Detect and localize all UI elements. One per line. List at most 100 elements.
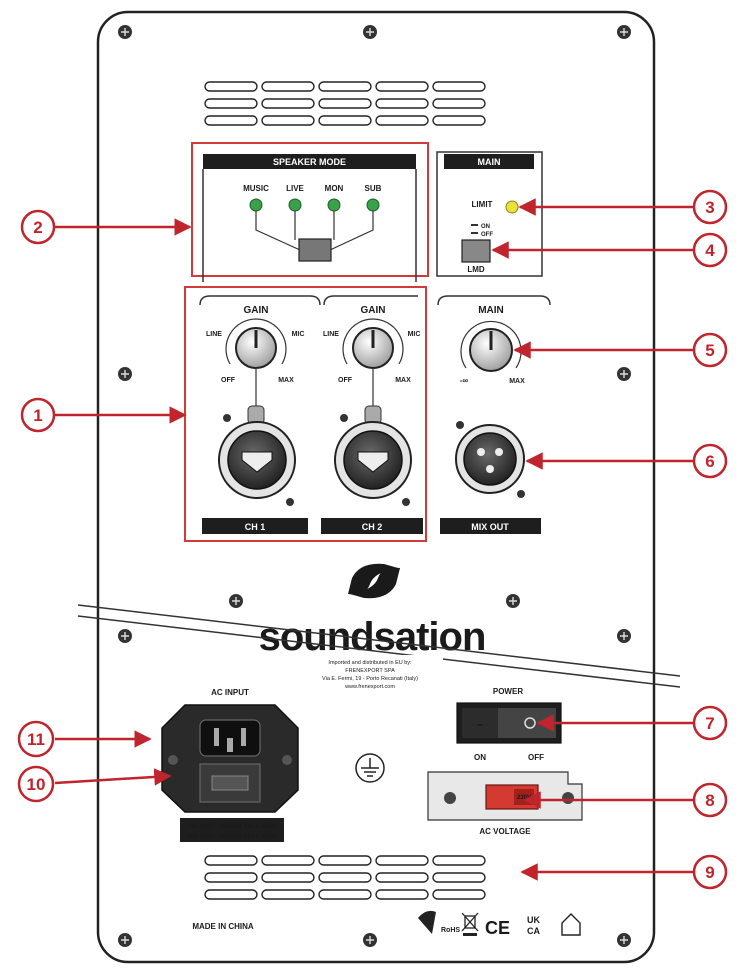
mode-select-button[interactable] xyxy=(298,238,332,262)
callout-label: 4 xyxy=(705,241,715,260)
lmd-switch[interactable] xyxy=(461,239,491,263)
channel-1: GAIN LINE MIC OFF MAX CH 1 xyxy=(202,305,308,534)
vent-slot xyxy=(318,889,372,900)
power-on-mark: – xyxy=(477,717,484,731)
vent-slot xyxy=(375,855,429,866)
ch1-gain-label: GAIN xyxy=(244,305,269,316)
vent-slot xyxy=(261,872,315,883)
ch2-mic-label: MIC xyxy=(408,331,421,338)
callout-label: 5 xyxy=(705,341,714,360)
mode-label-music: MUSIC xyxy=(243,184,269,193)
vent-slots-top xyxy=(204,81,486,126)
speaker-mode-section: SPEAKER MODE MUSIC LIVE MON SUB xyxy=(191,142,429,282)
mode-label-mon: MON xyxy=(325,184,344,193)
callout-4: 4 xyxy=(491,232,728,268)
power-on-label: ON xyxy=(474,753,486,762)
mode-label-sub: SUB xyxy=(365,184,382,193)
ce-mark: CE xyxy=(485,918,510,938)
importer-info: Imported and distributed in EU by: FRENE… xyxy=(322,660,418,690)
mode-led-live xyxy=(288,198,302,212)
callout-11: 11 xyxy=(17,720,152,758)
speaker-mode-title: SPEAKER MODE xyxy=(273,157,346,167)
vent-slot xyxy=(432,115,486,126)
footer-marks: MADE IN CHINA RoHS CE UK CA xyxy=(192,910,581,938)
vent-slot xyxy=(204,81,258,92)
power-title: POWER xyxy=(493,687,523,696)
svg-text:Via E. Fermi, 19 - Porto Recan: Via E. Fermi, 19 - Porto Recanati (Italy… xyxy=(322,676,418,682)
ukca-top: UK xyxy=(527,915,540,925)
power-off-label: OFF xyxy=(528,753,544,762)
svg-text:www.frenexport.com: www.frenexport.com xyxy=(344,684,395,690)
ukca-bottom: CA xyxy=(527,926,540,936)
ch1-mic-label: MIC xyxy=(292,331,305,338)
vent-slot xyxy=(318,872,372,883)
vent-slot xyxy=(204,98,258,109)
main-max-label: MAX xyxy=(509,378,525,385)
ac-input-section: AC INPUT 100-120V~ 50/60Hz T4A L 250V 22… xyxy=(161,688,299,842)
ground-icon xyxy=(355,753,385,783)
callout-label: 2 xyxy=(33,218,42,237)
iec-inlet[interactable] xyxy=(161,704,299,813)
mix-out-label: MIX OUT xyxy=(471,522,509,532)
callout-6: 6 xyxy=(525,443,728,479)
limit-label: LIMIT xyxy=(472,200,493,209)
vent-slots-bottom xyxy=(204,855,486,900)
callout-label: 8 xyxy=(705,791,714,810)
main-volume-title: MAIN xyxy=(478,305,504,316)
callout-label: 10 xyxy=(27,775,46,794)
screw-icon xyxy=(118,629,132,643)
screw-icon xyxy=(617,25,631,39)
ch2-max-label: MAX xyxy=(395,377,411,384)
limit-led xyxy=(505,200,519,214)
screw-icon xyxy=(229,594,243,608)
vent-slot xyxy=(375,872,429,883)
brand-logo: soundsation xyxy=(259,563,486,659)
ch2-name: CH 2 xyxy=(362,522,383,532)
callouts: 1 2 3 4 5 6 7 xyxy=(17,189,728,890)
main-status-section: MAIN LIMIT ON OFF LMD xyxy=(436,151,543,277)
callout-10: 10 xyxy=(17,765,172,803)
lmd-on-label: ON xyxy=(481,224,490,230)
panel-screws xyxy=(118,25,631,947)
lmd-label: LMD xyxy=(467,265,485,274)
vent-slot xyxy=(375,889,429,900)
screw-icon xyxy=(118,367,132,381)
mode-led-music xyxy=(249,198,263,212)
ac-spec-line1: 100-120V~ 50/60Hz T4A L 250V xyxy=(188,824,275,830)
screw-icon xyxy=(363,25,377,39)
vent-slot xyxy=(318,855,372,866)
vent-slot xyxy=(318,98,372,109)
vent-slot xyxy=(375,98,429,109)
callout-1: 1 xyxy=(20,397,187,433)
brand-name: soundsation xyxy=(259,615,486,659)
screw-icon xyxy=(118,25,132,39)
input-channels-section: GAIN LINE MIC OFF MAX CH 1 GAIN LINE MIC xyxy=(184,286,551,542)
screw-icon xyxy=(617,629,631,643)
vent-slot xyxy=(261,855,315,866)
lmd-off-label: OFF xyxy=(481,232,493,238)
vent-slot xyxy=(261,81,315,92)
svg-text:Imported and distributed in EU: Imported and distributed in EU by: xyxy=(328,660,412,666)
ac-voltage-label: AC VOLTAGE xyxy=(479,827,531,836)
channel-2: GAIN LINE MIC OFF MAX CH 2 xyxy=(321,305,423,534)
callout-8: 8 xyxy=(523,782,728,818)
callout-label: 9 xyxy=(705,863,714,882)
ch1-off-label: OFF xyxy=(221,377,236,384)
vent-slot xyxy=(432,855,486,866)
screw-icon xyxy=(363,933,377,947)
screw-icon xyxy=(118,933,132,947)
screw-icon xyxy=(617,933,631,947)
mode-led-mon xyxy=(327,198,341,212)
callout-7: 7 xyxy=(536,705,728,741)
callout-9: 9 xyxy=(520,854,728,890)
callout-5: 5 xyxy=(513,332,728,368)
vent-slot xyxy=(375,115,429,126)
callout-label: 6 xyxy=(705,452,714,471)
mode-label-live: LIVE xyxy=(286,184,304,193)
vent-slot xyxy=(318,115,372,126)
ch2-line-label: LINE xyxy=(323,331,339,338)
ch1-max-label: MAX xyxy=(278,377,294,384)
ac-spec-line2: 220-240V~ 50/60Hz T2A L 250V xyxy=(188,834,275,840)
callout-label: 1 xyxy=(33,406,42,425)
